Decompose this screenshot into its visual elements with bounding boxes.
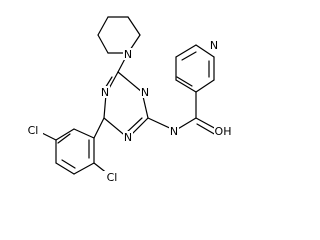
triazine-nitrogen-label-1: N <box>141 86 149 99</box>
lower-chlorine-label: Cl <box>107 171 118 184</box>
amide-nitrogen-label: N <box>170 125 178 138</box>
piperidine-ring <box>97 16 141 54</box>
dichlorophenyl-ring <box>55 128 95 175</box>
pyridine-nitrogen-label: N <box>210 39 218 52</box>
triazine-nitrogen-label-2: N <box>101 86 109 99</box>
piperidine-nitrogen-label: N <box>124 48 132 61</box>
carbon-oxygen-bond-2 <box>196 123 217 136</box>
upper-chlorine-label: Cl <box>28 124 39 137</box>
triazine-ring <box>101 71 149 139</box>
amide-carbon-bond <box>175 117 197 131</box>
chemical-structure-diagram: N N N N N N OH Cl Cl <box>27 16 232 184</box>
pyridine-ring <box>175 44 215 119</box>
triazine-nitrogen-label-3: N <box>124 131 132 144</box>
hydroxyl-oxygen-label: OH <box>215 125 232 138</box>
triazine-phenyl-bond <box>93 117 105 139</box>
